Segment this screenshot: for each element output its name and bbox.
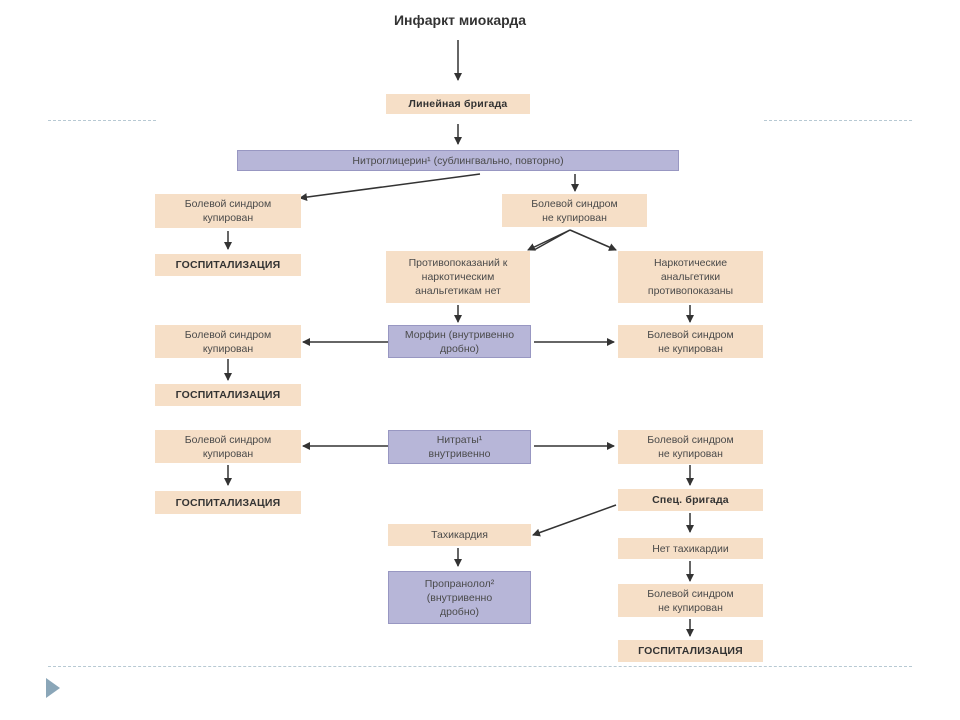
nitroglycerin-box: Нитроглицерин¹ (сублингвально, повторно) [237,150,679,171]
pain-not-relieved-box-4: Болевой синдром не купирован [618,584,763,617]
hospitalization-box-4: ГОСПИТАЛИЗАЦИЯ [618,640,763,662]
chart-title: Инфаркт миокарда [393,12,527,28]
spec-brigade-box: Спец. бригада [618,489,763,511]
divider-bottom [48,666,912,667]
tachycardia-box: Тахикардия [388,524,531,546]
nitrates-box: Нитраты¹ внутривенно [388,430,531,464]
morphine-box: Морфин (внутривенно дробно) [388,325,531,358]
pain-relieved-box-3: Болевой синдром купирован [155,430,301,463]
divider-right [764,120,912,121]
hospitalization-box-2: ГОСПИТАЛИЗАЦИЯ [155,384,301,406]
play-triangle-icon[interactable] [46,678,60,698]
pain-relieved-box-2: Болевой синдром купирован [155,325,301,358]
pain-not-relieved-box-3: Болевой синдром не купирован [618,430,763,464]
arrow-spec-to-tachycardia [532,504,617,537]
no-tachycardia-box: Нет тахикардии [618,538,763,559]
fork-branch [533,229,571,251]
line-brigade-box: Линейная бригада [386,94,530,114]
divider-left [48,120,156,121]
arrow-fork-to-contra [569,229,617,251]
contraindicated-box: Наркотические анальгетики противопоказан… [618,251,763,303]
propranolol-box: Пропранолол² (внутривенно дробно) [388,571,531,624]
pain-not-relieved-box-2: Болевой синдром не купирован [618,325,763,358]
pain-not-relieved-box-1: Болевой синдром не купирован [502,194,647,227]
hospitalization-box-3: ГОСПИТАЛИЗАЦИЯ [155,491,301,514]
hospitalization-box-1: ГОСПИТАЛИЗАЦИЯ [155,254,301,276]
pain-relieved-box-1: Болевой синдром купирован [155,194,301,228]
arrow-nitro-to-relieved [299,173,481,202]
no-contraindications-box: Противопоказаний к наркотическим анальге… [386,251,530,303]
